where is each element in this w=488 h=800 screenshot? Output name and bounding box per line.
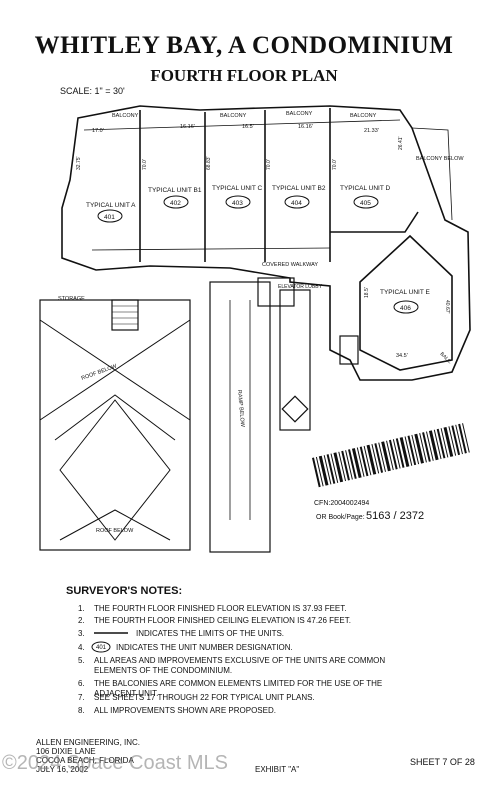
unit-label: TYPICAL UNIT B2 xyxy=(272,185,326,192)
dimension-label: 18.5' xyxy=(364,287,370,298)
dimension-label: 17.0' xyxy=(92,128,104,134)
unit-number: 403 xyxy=(232,200,243,207)
mls-watermark: ©2024 Space Coast MLS xyxy=(2,752,228,774)
dimension-label: 16.16' xyxy=(298,124,313,130)
unit-number: 402 xyxy=(170,200,181,207)
walkway-structure xyxy=(279,289,311,431)
sheet-number: SHEET 7 OF 28 xyxy=(410,757,475,767)
unit-number: 405 xyxy=(360,200,371,207)
dimension-label: 21.33' xyxy=(364,128,379,134)
note-text: SEE SHEETS 17 THROUGH 22 FOR TYPICAL UNI… xyxy=(94,693,315,702)
note-text: THE BALCONIES ARE COMMON ELEMENTS LIMITE… xyxy=(94,679,383,698)
unit-number: 401 xyxy=(104,214,115,221)
unit-badge-sample xyxy=(91,641,111,653)
book-page-label: OR Book/Page: xyxy=(316,514,365,521)
dimension-label: 68.83' xyxy=(206,156,212,170)
dimension-label: 34.5' xyxy=(396,353,408,359)
notes-heading: SURVEYOR'S NOTES: xyxy=(66,585,183,597)
dimension-label: 16.16' xyxy=(180,124,195,130)
scale-label: SCALE: 1" = 30' xyxy=(60,86,125,96)
unit-label: TYPICAL UNIT D xyxy=(340,185,391,192)
unit-label: TYPICAL UNIT B1 xyxy=(148,187,202,194)
building-outline xyxy=(61,105,471,381)
balcony-label: BALCONY xyxy=(220,113,247,119)
balcony-line xyxy=(83,119,401,131)
balcony-label: BALCONY xyxy=(350,113,377,119)
note-text: THE FOURTH FLOOR FINISHED FLOOR ELEVATIO… xyxy=(94,604,347,613)
dimension-label: 40.67' xyxy=(444,300,450,314)
note-number: 5. xyxy=(78,656,85,665)
dimension-label: 70.0' xyxy=(142,159,148,170)
dimension-label: 32.75' xyxy=(76,156,82,170)
engineer-name: ALLEN ENGINEERING, INC. xyxy=(36,738,141,747)
covered-walkway-label: COVERED WALKWAY xyxy=(262,262,318,268)
engineer-city: COCOA BEACH, FLORIDA xyxy=(36,756,134,765)
note-number: 6. xyxy=(78,679,85,688)
unit-e-outline xyxy=(359,234,453,371)
note-number: 7. xyxy=(78,693,85,702)
divider-d-bottom xyxy=(330,211,419,233)
ramp-structure xyxy=(209,281,271,553)
document-subtitle: FOURTH FLOOR PLAN xyxy=(150,66,338,85)
note-text: INDICATES THE UNIT NUMBER DESIGNATION. xyxy=(116,643,293,652)
elevator-lobby-label: ELEVATOR LOBBY xyxy=(278,284,323,290)
unit-label: TYPICAL UNIT A xyxy=(86,202,136,209)
book-page-number: 5163 / 2372 xyxy=(366,510,425,522)
exhibit-label: EXHIBIT "A" xyxy=(255,765,300,774)
dimension-label: 16.5' xyxy=(242,124,254,130)
note-text: THE FOURTH FLOOR FINISHED CEILING ELEVAT… xyxy=(94,616,351,625)
cfn-number: CFN:2004002494 xyxy=(314,500,370,507)
balcony-label: BALCONY xyxy=(286,111,313,117)
note-number: 4. xyxy=(78,643,85,652)
roof-below-label: ROOF BELOW xyxy=(81,363,119,382)
document-title: WHITLEY BAY, A CONDOMINIUM xyxy=(34,32,454,59)
note-badge: 401 xyxy=(96,645,107,651)
note-text: ALL IMPROVEMENTS SHOWN ARE PROPOSED. xyxy=(94,706,276,715)
dimension-label: 70.0' xyxy=(332,159,338,170)
dimension-label: 70.0' xyxy=(266,159,272,170)
balcony-label: BALCONY xyxy=(112,113,139,119)
note-number: 1. xyxy=(78,604,85,613)
lower-building xyxy=(39,299,191,551)
engineer-address: 106 DIXIE LANE xyxy=(36,747,96,756)
barcode xyxy=(312,423,470,488)
balc-label: BALC. xyxy=(439,351,453,365)
note-number: 3. xyxy=(78,629,85,638)
stair-block xyxy=(111,299,139,331)
unit-label: TYPICAL UNIT C xyxy=(212,185,263,192)
elevator-block xyxy=(257,277,295,307)
balcony-below-label: BALCONY BELOW xyxy=(416,156,464,162)
note-text: ALL AREAS AND IMPROVEMENTS EXCLUSIVE OF … xyxy=(94,656,386,675)
dimension-label: 26.41' xyxy=(398,136,404,150)
note-number: 2. xyxy=(78,616,85,625)
drawing-date: JULY 16, 2002 xyxy=(36,765,89,774)
note-number: 8. xyxy=(78,706,85,715)
unit-label: TYPICAL UNIT E xyxy=(380,289,431,296)
unit-number: 406 xyxy=(400,305,411,312)
note-text: INDICATES THE LIMITS OF THE UNITS. xyxy=(136,629,285,638)
unit-number: 404 xyxy=(291,200,302,207)
ramp-below-label: RAMP BELOW xyxy=(236,390,245,428)
storage-label: STORAGE xyxy=(58,296,85,302)
roof-below-label: ROOF BELOW xyxy=(96,528,134,534)
